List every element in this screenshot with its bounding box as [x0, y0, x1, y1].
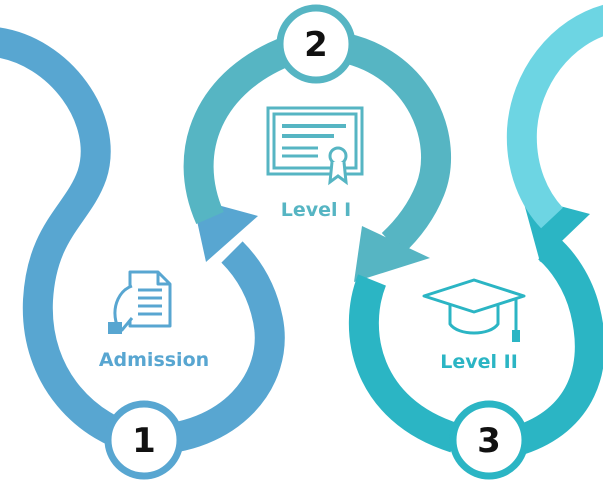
- step-number-3: 3: [477, 421, 501, 461]
- step-badge-1: 1: [104, 400, 184, 480]
- certificate-icon: [266, 106, 364, 186]
- flow-loop-3-left: [348, 274, 460, 453]
- step-label-level-2: Level II: [440, 351, 518, 373]
- flow-loop-left: [0, 27, 144, 455]
- flow-arrow-2: [354, 226, 430, 282]
- step-number-1: 1: [132, 421, 156, 461]
- step-badge-3: 3: [449, 400, 529, 480]
- flow-loop-2-left: [183, 35, 296, 225]
- flow-loop-2-right: [341, 33, 452, 256]
- flow-loop-3-right: [514, 236, 603, 455]
- step-label-level-1: Level I: [281, 199, 351, 221]
- step-badge-2: 2: [276, 4, 356, 84]
- flow-loop-4: [506, 5, 603, 229]
- step-label-admission: Admission: [99, 349, 209, 371]
- step-number-2: 2: [304, 25, 328, 65]
- document-hand-icon: [108, 270, 172, 334]
- graduation-cap-icon: [422, 278, 526, 342]
- flow-loop-1-arc: [144, 241, 285, 455]
